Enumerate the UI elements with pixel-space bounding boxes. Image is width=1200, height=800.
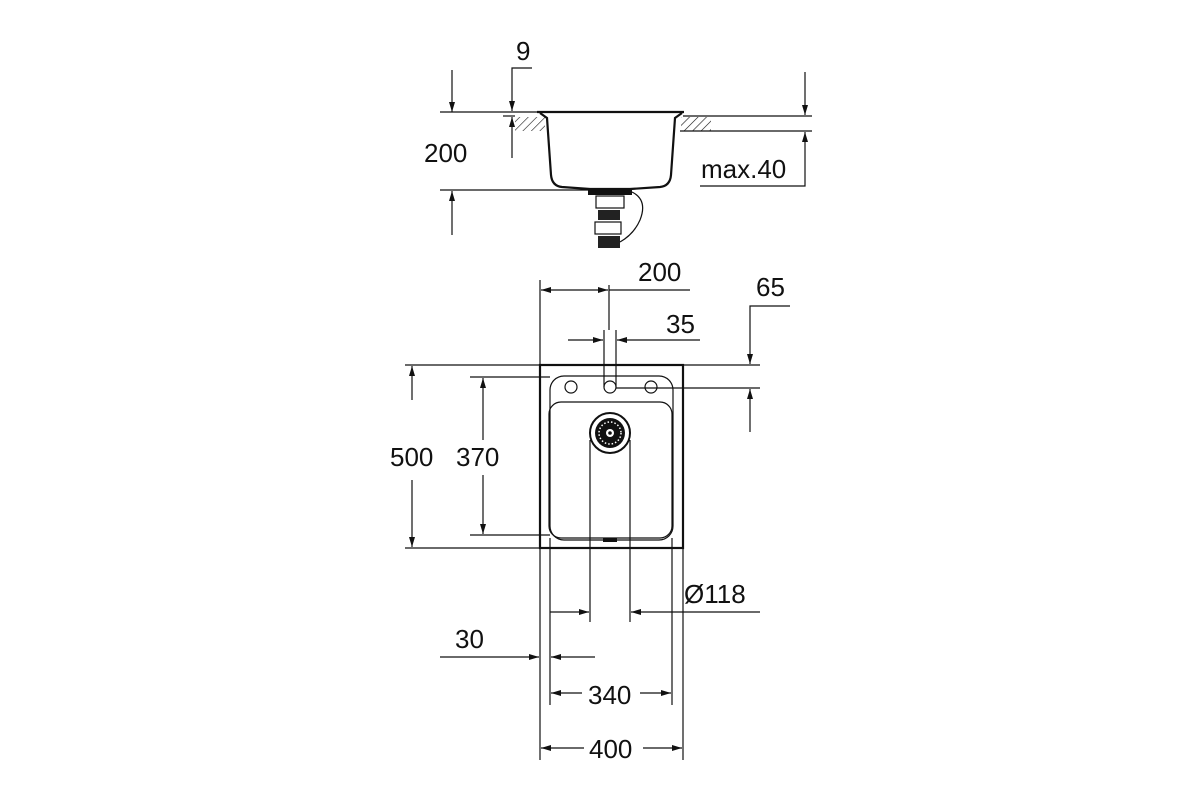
tap-offset-label: 200 [638,257,681,287]
depth-label: 200 [424,138,467,168]
drain-diameter-label: Ø118 [684,579,746,609]
deck-outline [549,375,674,541]
tap-hole-center [603,380,617,394]
tap-hole-left [564,380,578,394]
bowl-depth-label: 370 [456,442,499,472]
tap-hole-right [644,380,658,394]
plan-view: 500 370 200 35 65 Ø118 30 340 400 [390,257,790,764]
countertop-hatch-right [681,117,711,131]
countertop-max-label: max.40 [701,154,786,184]
tap-edge-label: 65 [756,272,785,302]
overflow-slot [603,538,617,542]
tap-diameter-label: 35 [666,309,695,339]
rim-arrow-top [509,67,532,111]
outer-depth-label: 500 [390,442,433,472]
bowl-offset-label: 30 [455,624,484,654]
tap-edge-arrow-top [747,305,790,364]
sink-bowl-section [539,112,683,191]
drain-icon [589,412,631,454]
drain-fitting [588,189,644,248]
rim-thickness-label: 9 [516,36,530,66]
countertop-hatch-left [515,117,545,131]
countertop-arrow-bottom [700,132,808,187]
section-view: 200 9 max.40 [424,36,812,248]
bowl-width-label: 340 [588,680,631,710]
outer-width-label: 400 [589,734,632,764]
